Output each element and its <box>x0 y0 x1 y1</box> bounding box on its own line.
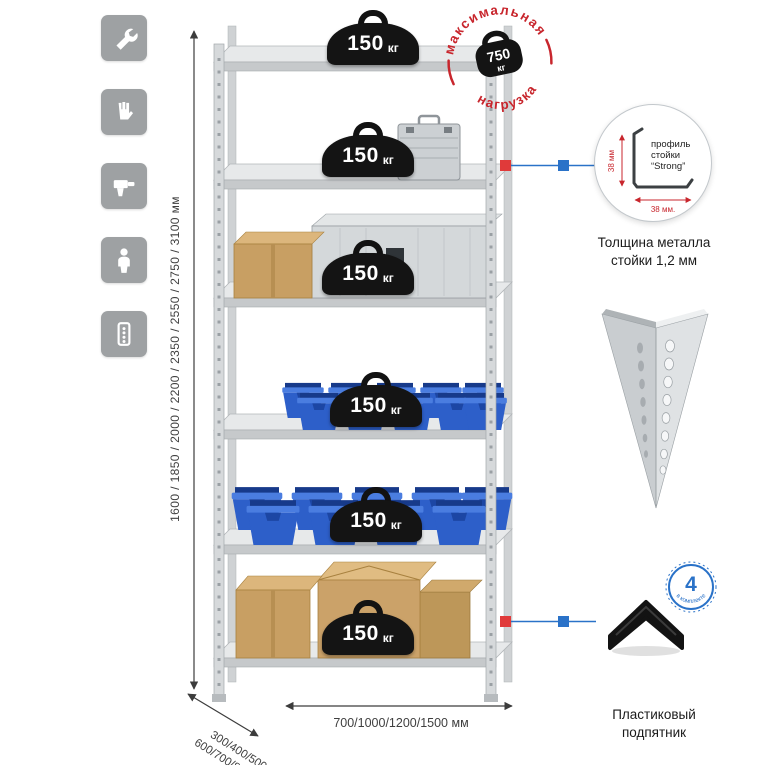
plastic-foot-image <box>608 600 684 656</box>
load-value: 150 <box>347 32 384 55</box>
load-value: 150 <box>342 622 379 645</box>
weight-handle <box>361 487 391 502</box>
profile-detail-circle: 38 мм 38 мм. профиль стойки “Strong” <box>594 104 712 222</box>
blue-marker <box>558 616 569 627</box>
weight-handle <box>361 372 391 387</box>
load-value: 150 <box>342 144 379 167</box>
load-value: 150 <box>350 509 387 532</box>
height-dimension-label: 1600 / 1850 / 2000 / 2200 / 2350 / 2550 … <box>168 196 182 522</box>
weight-handle <box>353 122 383 137</box>
feature-tile-tools <box>101 15 147 61</box>
load-unit: кг <box>387 40 399 55</box>
stamp-arc-bottom-text: нагрузка <box>473 79 543 118</box>
post-slots-left <box>637 342 648 458</box>
height-dimension-line <box>189 30 199 690</box>
stamp-weight-body <box>475 39 523 78</box>
bottom-dimension-lines <box>187 693 513 737</box>
profile-label-2: стойки <box>651 150 680 161</box>
load-unit: кг <box>390 402 402 417</box>
load-unit: кг <box>390 517 402 532</box>
wrench-icon <box>116 28 138 50</box>
foot-caption-line2: подпятник <box>621 725 687 741</box>
weight-handle <box>353 600 383 615</box>
profile-caption-line1: Толщина металла <box>597 235 711 250</box>
stamp-value: 750 <box>485 45 511 66</box>
badge-number: 4 <box>685 573 697 596</box>
max-load-stamp-graphic: максимальная нагрузка 750 кг <box>433 0 553 118</box>
kit-badge: 4 в комплекте <box>665 561 717 613</box>
profile-dim-vertical: 38 мм <box>607 150 616 172</box>
profile-detail-graphic: 38 мм 38 мм. профиль стойки “Strong” <box>607 127 694 214</box>
cardboard-box-shelf3 <box>233 231 325 299</box>
profile-dim-horizontal: 38 мм. <box>651 205 675 214</box>
weight-handle <box>353 240 383 255</box>
foot-caption-line1: Пластиковый <box>612 707 696 722</box>
weight-handle <box>358 10 388 25</box>
angle-post-image <box>601 309 709 509</box>
front-right-post <box>484 43 498 702</box>
load-value: 150 <box>342 262 379 285</box>
profile-caption: Толщина металла стойки 1,2 мм <box>576 234 732 270</box>
width-dimension-label: 700/1000/1200/1500 мм <box>333 716 469 730</box>
stamp-weight-handle <box>482 30 510 46</box>
stamp-unit: кг <box>496 62 506 74</box>
load-value: 150 <box>350 394 387 417</box>
profile-label-1: профиль <box>651 139 690 150</box>
post-holes-right <box>659 339 675 475</box>
load-unit: кг <box>382 270 394 285</box>
profile-caption-line2: стойки 1,2 мм <box>610 253 698 269</box>
feature-tile-rack <box>101 311 147 357</box>
red-marker <box>500 160 511 171</box>
feature-tile-person <box>101 237 147 283</box>
profile-label-3: “Strong” <box>651 161 685 172</box>
svg-text:нагрузка: нагрузка <box>473 79 543 118</box>
rack-profile-icon <box>117 322 131 346</box>
back-right-post <box>503 25 513 683</box>
back-left-post <box>227 25 237 683</box>
bottom-callout-connector <box>500 616 596 627</box>
blue-marker <box>558 160 569 171</box>
red-marker <box>500 616 511 627</box>
person-icon <box>118 248 130 273</box>
max-load-stamp: максимальная нагрузка 750 кг <box>429 0 571 133</box>
feature-tile-gloves <box>101 89 147 135</box>
glove-icon <box>118 101 134 120</box>
foot-caption: Пластиковый подпятник <box>584 706 724 742</box>
drill-icon <box>113 180 135 197</box>
top-callout-connector <box>500 160 596 171</box>
post-profile-drawing <box>632 127 694 189</box>
load-unit: кг <box>382 152 394 167</box>
load-unit: кг <box>382 630 394 645</box>
front-left-post <box>212 43 226 702</box>
feature-tile-drill <box>101 163 147 209</box>
